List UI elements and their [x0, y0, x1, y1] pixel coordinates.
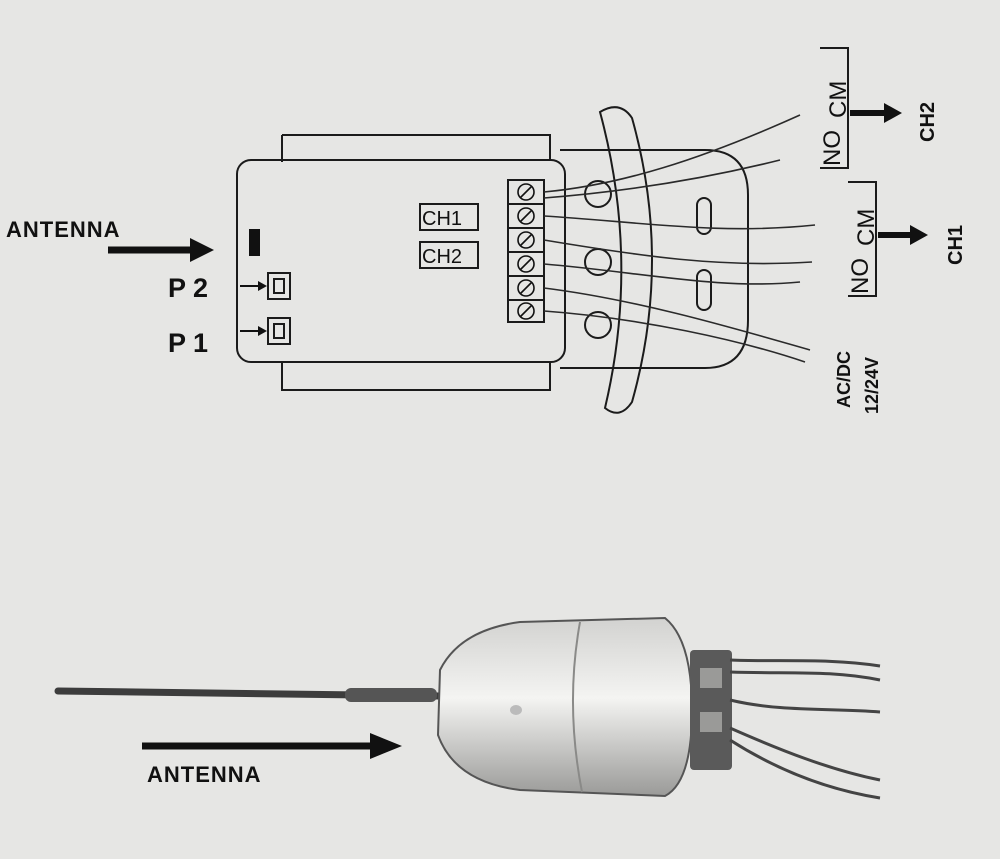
ch1-output-arrow-icon [878, 225, 928, 245]
power-label-voltage: 12/24V [862, 357, 882, 414]
wires [543, 114, 816, 363]
output-label-ch1: CH1 [945, 225, 967, 265]
terminal-box-ch1: NO CM [847, 181, 880, 297]
p1-arrow-icon [240, 326, 267, 336]
board-label-ch2: CH2 [422, 246, 462, 268]
module-body [236, 159, 566, 363]
ch2-cm-label: CM [825, 81, 852, 118]
device-wires [729, 658, 881, 800]
button-label-p2: P 2 [168, 273, 208, 303]
mount-hole-bottom [584, 311, 612, 339]
p2-arrow-icon [240, 281, 267, 291]
terminal-block [507, 179, 545, 323]
output-label-ch2: CH2 [917, 102, 939, 142]
antenna-label-top: ANTENNA [6, 217, 121, 242]
module-rear-plate [281, 134, 551, 391]
ch2-output-arrow-icon [850, 103, 902, 123]
terminal-box-ch2: NO CM [819, 47, 852, 169]
button-p1[interactable] [267, 317, 291, 345]
button-p2[interactable] [267, 272, 291, 300]
antenna-arrow-bottom-icon [142, 733, 402, 759]
ch1-no-label: NO [847, 258, 874, 294]
ch1-cm-label: CM [853, 209, 880, 246]
bracket-arc [598, 106, 653, 414]
slot-bottom [696, 269, 712, 311]
antenna-arrow-top-icon [108, 238, 214, 262]
power-label-type: AC/DC [834, 351, 854, 408]
led-indicator [249, 229, 260, 256]
antenna-label-bottom: ANTENNA [147, 762, 262, 787]
board-label-ch1: CH1 [422, 208, 462, 230]
receiver-module-diagram: CH1 CH2 NO CM NO [236, 47, 967, 414]
mounting-cover [560, 149, 749, 369]
button-label-p1: P 1 [168, 328, 208, 358]
slot-top [696, 197, 712, 235]
receiver-device-photo [54, 616, 881, 800]
device-housing [436, 616, 694, 798]
ch2-no-label: NO [819, 130, 846, 166]
